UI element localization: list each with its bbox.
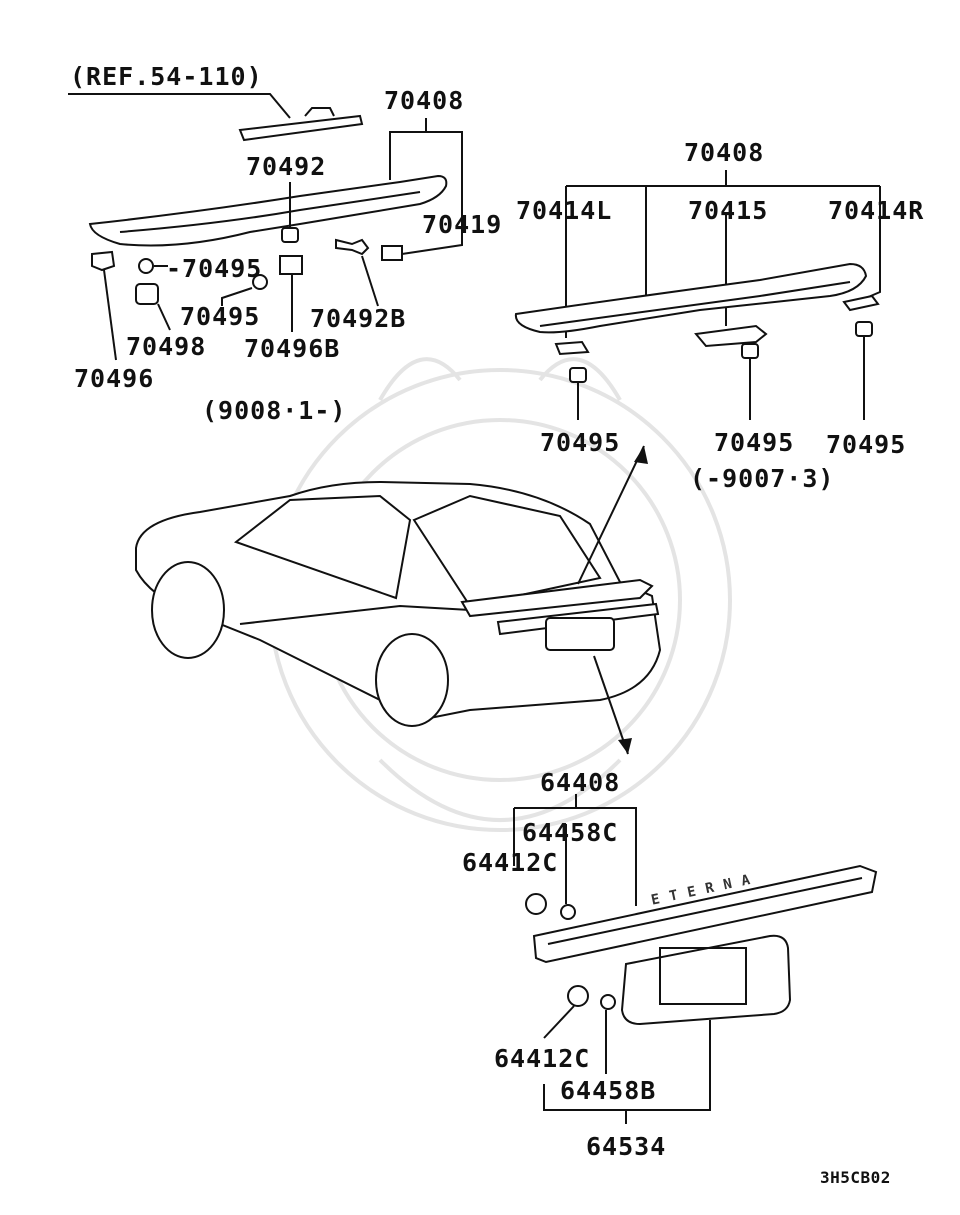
- diagram-code: 3H5CB02: [820, 1168, 891, 1187]
- label-70492B: 70492B: [310, 304, 407, 333]
- garnish-body: [532, 864, 878, 964]
- car-rear-window: [233, 494, 412, 600]
- label-70496: 70496: [74, 364, 155, 393]
- car-license-plate: [545, 617, 615, 651]
- bracket-70408-left: [389, 118, 463, 200]
- grommet-64412C-top: [525, 893, 547, 915]
- label-64408: 64408: [540, 768, 621, 797]
- label-70496B: 70496B: [244, 334, 341, 363]
- bracket-70408-right: [566, 170, 880, 187]
- nut-70495-r2: [741, 343, 759, 359]
- label-64412C-bottom: 64412C: [494, 1044, 591, 1073]
- right-spoiler-group: [514, 170, 881, 420]
- label-70408-right: 70408: [684, 138, 765, 167]
- pad-70414R: [842, 294, 880, 312]
- nut-70495-r1: [569, 367, 587, 383]
- pad-70414L: [554, 340, 590, 356]
- pad-70419: [381, 245, 403, 261]
- nut-70495-r3: [855, 321, 873, 337]
- left-spoiler-group: [68, 93, 463, 361]
- label-70495-r2: 70495: [714, 428, 795, 457]
- screw-70492B: [335, 238, 370, 256]
- car-wheel-front: [151, 561, 225, 659]
- left-spoiler-body: [88, 174, 448, 247]
- label-64458C: 64458C: [522, 818, 619, 847]
- car-illustration: [135, 445, 662, 755]
- arrow-to-spoiler: [577, 445, 645, 585]
- ref-leader-line: [68, 93, 291, 119]
- ref-label: (REF.54-110): [70, 62, 263, 91]
- clip-64458C: [560, 904, 576, 920]
- label-70492: 70492: [246, 152, 327, 181]
- label-70415: 70415: [688, 196, 769, 225]
- watermark-emblem: [268, 357, 732, 832]
- bracket-70415: [694, 324, 768, 348]
- nut-70495-b: [252, 274, 268, 290]
- clip-64458B: [600, 994, 616, 1010]
- arrow-to-garnish: [593, 655, 629, 755]
- car-wheel-rear: [375, 633, 449, 727]
- label-70495-b: 70495: [180, 302, 261, 331]
- bracket-64534: [543, 1020, 711, 1124]
- car-trunk-spoiler: [460, 578, 654, 618]
- label-64412C-top: 64412C: [462, 848, 559, 877]
- note-right-date: (-9007·3): [690, 464, 835, 493]
- fastener-70492: [281, 227, 299, 243]
- label-70498: 70498: [126, 332, 207, 361]
- label-70414L: 70414L: [516, 196, 613, 225]
- label-70495-r3: 70495: [826, 430, 907, 459]
- right-spoiler-body: [514, 262, 868, 334]
- car-body: [135, 480, 662, 722]
- label-70419: 70419: [422, 210, 503, 239]
- label-70408-left: 70408: [384, 86, 465, 115]
- clip-70496: [91, 250, 116, 272]
- note-left-date: (9008·1-): [202, 396, 347, 425]
- label-64534: 64534: [586, 1132, 667, 1161]
- ref-part-bracket: [238, 114, 364, 142]
- grommet-64412C-bottom: [567, 985, 589, 1007]
- grommet-70498: [135, 283, 159, 305]
- label-64458B: 64458B: [560, 1076, 657, 1105]
- bracket-64408: [513, 794, 637, 906]
- garnish-group: [513, 794, 878, 1124]
- label-70414R: 70414R: [828, 196, 925, 225]
- label-70495-r1: 70495: [540, 428, 621, 457]
- clip-70496B: [279, 255, 303, 275]
- label-70495-a: -70495: [166, 254, 263, 283]
- nut-70495-a: [138, 258, 154, 274]
- plate-base-64534: [620, 934, 792, 1026]
